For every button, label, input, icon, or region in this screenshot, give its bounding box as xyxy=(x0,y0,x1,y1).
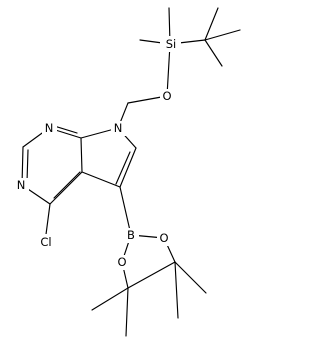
atom-label-n7: N xyxy=(114,121,123,135)
atom-o-boronate-lower: O xyxy=(115,255,130,270)
bond-c5-c4a xyxy=(81,171,121,188)
chemical-structure-diagram: Si O N N N Cl B O xyxy=(14,7,241,337)
atom-cl: Cl xyxy=(36,234,56,249)
atom-label-n1: N xyxy=(45,121,54,135)
bond-pinacol-cc xyxy=(127,261,176,289)
bond-pinacol-methyl-4 xyxy=(125,287,129,337)
bond-c4-c4a-double xyxy=(53,171,81,199)
atom-o-ether: O xyxy=(160,89,175,104)
atom-si: Si xyxy=(160,36,181,52)
bond-c5-b xyxy=(119,186,132,236)
atom-labels: Si O N N N Cl B O xyxy=(14,36,181,270)
atom-label-n3: N xyxy=(17,178,26,192)
atom-n3: N xyxy=(14,178,29,193)
bond-pinacol-methyl-2 xyxy=(174,261,179,319)
atom-n7: N xyxy=(111,121,126,136)
atom-label-si: Si xyxy=(166,37,177,51)
atom-o-boronate-upper: O xyxy=(157,231,172,246)
bond-pinacol-methyl-3 xyxy=(91,287,129,311)
atom-label-cl: Cl xyxy=(40,235,51,249)
bond-c6-c5-double xyxy=(115,151,131,185)
bond-tbu-methyl-2 xyxy=(204,29,241,41)
atom-label-o-boronate-upper: O xyxy=(159,231,168,245)
bond-c6-c5 xyxy=(119,147,137,188)
bond-c4a-c7a xyxy=(80,137,83,173)
atom-label-o-boronate-lower: O xyxy=(117,255,126,269)
atom-b: B xyxy=(124,228,139,243)
atom-label-b: B xyxy=(127,228,135,242)
atom-n1: N xyxy=(42,121,57,136)
bond-c4-c4a xyxy=(49,171,83,205)
atom-label-o-ether: O xyxy=(162,89,171,103)
bond-tbu-methyl-3 xyxy=(204,39,223,67)
bond-si-o xyxy=(166,43,171,97)
bond-pinacol-methyl-1 xyxy=(174,261,207,294)
bond-tbu-methyl-1 xyxy=(204,7,219,41)
bond-c2-n3-double xyxy=(26,149,29,183)
bond-lines xyxy=(21,7,241,337)
